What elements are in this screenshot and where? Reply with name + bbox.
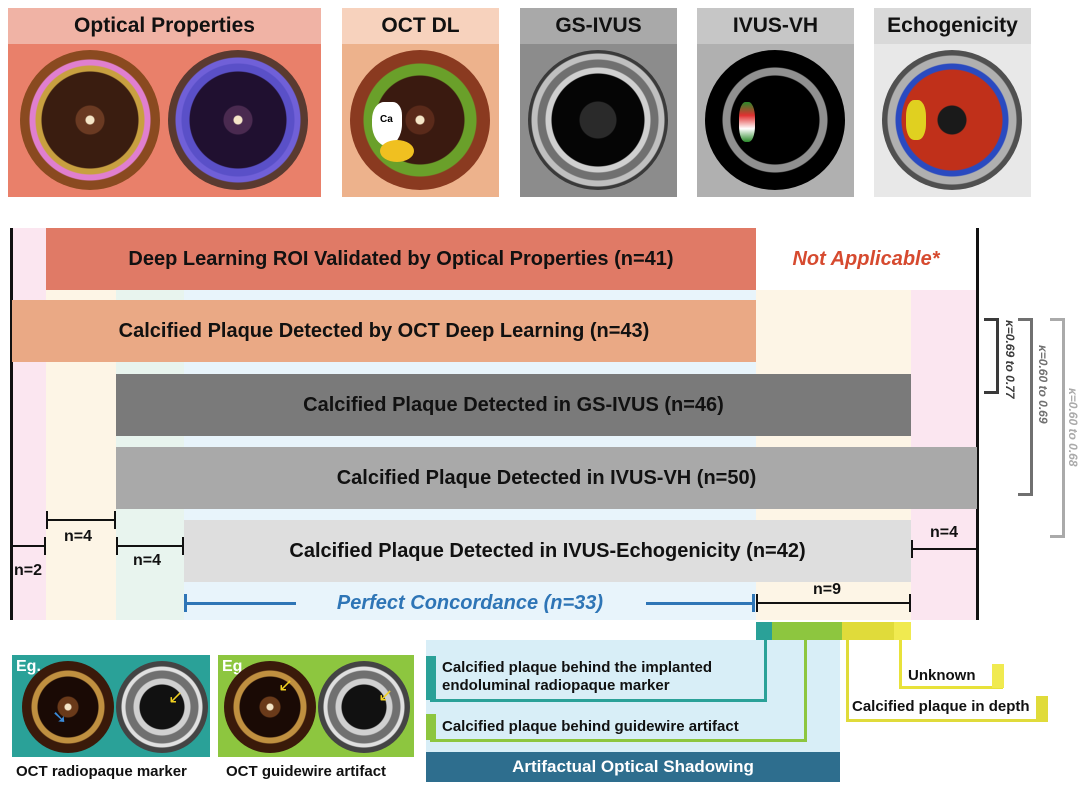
- bar-gs-ivus: Calcified Plaque Detected in GS-IVUS (n=…: [116, 374, 911, 436]
- strip-light-yellow: [894, 622, 911, 640]
- connector-depth-v: [846, 640, 849, 722]
- connector-unknown-h: [899, 686, 1003, 689]
- panel-image: [874, 44, 1031, 197]
- shadowing-title: Artifactual Optical Shadowing: [426, 752, 840, 782]
- legend-depth: Calcified plaque in depth: [852, 698, 1030, 715]
- blue-arrow-icon: ➘: [52, 707, 68, 727]
- kappa-label-3: κ=0.60 to 0.68: [1066, 388, 1080, 467]
- oct-image-2: [168, 50, 308, 190]
- panel-image: [8, 44, 321, 197]
- example-oct-image: ↙: [224, 661, 316, 753]
- vh-plaque: [739, 102, 755, 142]
- gs-ivus-image: [528, 50, 668, 190]
- panel-title: OCT DL: [342, 8, 499, 44]
- bracket-n4c: [911, 548, 977, 550]
- bracket-n4a-tick-r: [114, 511, 116, 529]
- right-border: [976, 228, 979, 620]
- bracket-n4b-tick-l: [116, 537, 118, 555]
- concordance-tick-right: [752, 594, 755, 612]
- yellow-arrow-icon: ↙: [168, 687, 184, 707]
- legend-unknown: Unknown: [908, 667, 976, 684]
- legend-green-swatch: [426, 714, 436, 740]
- panel-echogenicity: Echogenicity: [874, 8, 1031, 197]
- connector-teal-h: [430, 699, 767, 702]
- panel-image: [697, 44, 854, 197]
- depth-swatch: [1036, 696, 1048, 722]
- strip-teal: [756, 622, 772, 640]
- bracket-n4b: [116, 545, 184, 547]
- echogenicity-image: [882, 50, 1022, 190]
- connector-green-v: [804, 640, 807, 742]
- unknown-swatch: [992, 664, 1004, 688]
- bar-ivus-vh: Calcified Plaque Detected in IVUS-VH (n=…: [116, 447, 977, 509]
- concordance-label: Perfect Concordance (n=33): [336, 591, 604, 614]
- connector-green-h: [430, 739, 807, 742]
- panel-image: Ca: [342, 44, 499, 197]
- example-radiopaque-panel: Eg. ➘ ↙: [12, 655, 210, 757]
- shadowing-bg: [426, 640, 840, 752]
- yellow-arrow-icon: ↙: [278, 675, 294, 695]
- concordance-line-right: [646, 602, 754, 605]
- kappa-bracket-1: [984, 318, 999, 394]
- col-bg-1: [12, 228, 46, 620]
- panel-title: IVUS-VH: [697, 8, 854, 44]
- connector-depth-h: [846, 719, 1048, 722]
- oct-dl-image: Ca: [350, 50, 490, 190]
- bracket-n4a-tick-l: [46, 511, 48, 529]
- panel-optical-properties: Optical Properties: [8, 8, 321, 197]
- concordance-tick-left: [184, 594, 187, 612]
- yellow-region: [380, 140, 414, 162]
- connector-teal-v: [764, 640, 767, 702]
- left-border: [10, 228, 13, 620]
- bracket-n2: [12, 545, 46, 547]
- count-n9: n=9: [813, 581, 842, 598]
- echo-plaque: [906, 100, 926, 140]
- panel-title: Optical Properties: [8, 8, 321, 44]
- bracket-n9: [756, 602, 911, 604]
- legend-radiopaque-marker: Calcified plaque behind the implanted en…: [442, 659, 713, 694]
- calcium-label: Ca: [380, 114, 393, 125]
- count-n4a: n=4: [64, 528, 93, 545]
- caption-radiopaque: OCT radiopaque marker: [16, 763, 187, 780]
- bracket-n4b-tick-r: [182, 537, 184, 555]
- kappa-label-1: κ=0.69 to 0.77: [1003, 320, 1017, 399]
- concordance-line-left: [186, 602, 296, 605]
- panel-title: GS-IVUS: [520, 8, 677, 44]
- bracket-n9-tick-r: [909, 594, 911, 612]
- kappa-bracket-3: [1050, 318, 1065, 538]
- example-ivus-image: ↙: [116, 661, 208, 753]
- oct-image-1: [20, 50, 160, 190]
- panel-gs-ivus: GS-IVUS: [520, 8, 677, 197]
- strip-yellow: [842, 622, 894, 640]
- bar-oct-deep-learning: Calcified Plaque Detected by OCT Deep Le…: [12, 300, 756, 362]
- bracket-n4c-tick: [911, 540, 913, 558]
- bar-optical-properties: Deep Learning ROI Validated by Optical P…: [46, 228, 756, 290]
- kappa-bracket-2: [1018, 318, 1033, 496]
- connector-unknown-v: [899, 640, 902, 688]
- bracket-n4a: [46, 519, 116, 521]
- not-applicable-label: Not Applicable*: [792, 247, 940, 270]
- panel-oct-dl: OCT DL Ca: [342, 8, 499, 197]
- example-eg-label: Eg.: [16, 658, 41, 675]
- ivus-vh-image: [705, 50, 845, 190]
- count-n4b: n=4: [133, 552, 162, 569]
- yellow-arrow-icon: ↙: [378, 685, 394, 705]
- example-guidewire-panel: Eg. ↙ ↙: [218, 655, 414, 757]
- count-n2: n=2: [14, 562, 43, 579]
- example-oct-image: ➘: [22, 661, 114, 753]
- panel-title: Echogenicity: [874, 8, 1031, 44]
- kappa-label-2: κ=0.60 to 0.69: [1036, 345, 1050, 424]
- bracket-n9-tick-l: [756, 594, 758, 612]
- panel-ivus-vh: IVUS-VH: [697, 8, 854, 197]
- count-n4c: n=4: [930, 524, 959, 541]
- caption-guidewire: OCT guidewire artifact: [226, 763, 387, 780]
- panel-image: [520, 44, 677, 197]
- bar-ivus-echogenicity: Calcified Plaque Detected in IVUS-Echoge…: [184, 520, 911, 582]
- calcium-region: Ca: [372, 102, 402, 146]
- example-ivus-image: ↙: [318, 661, 410, 753]
- strip-green: [772, 622, 842, 640]
- legend-guidewire: Calcified plaque behind guidewire artifa…: [442, 718, 739, 735]
- legend-teal-swatch: [426, 656, 436, 700]
- bracket-n2-tick: [44, 537, 46, 555]
